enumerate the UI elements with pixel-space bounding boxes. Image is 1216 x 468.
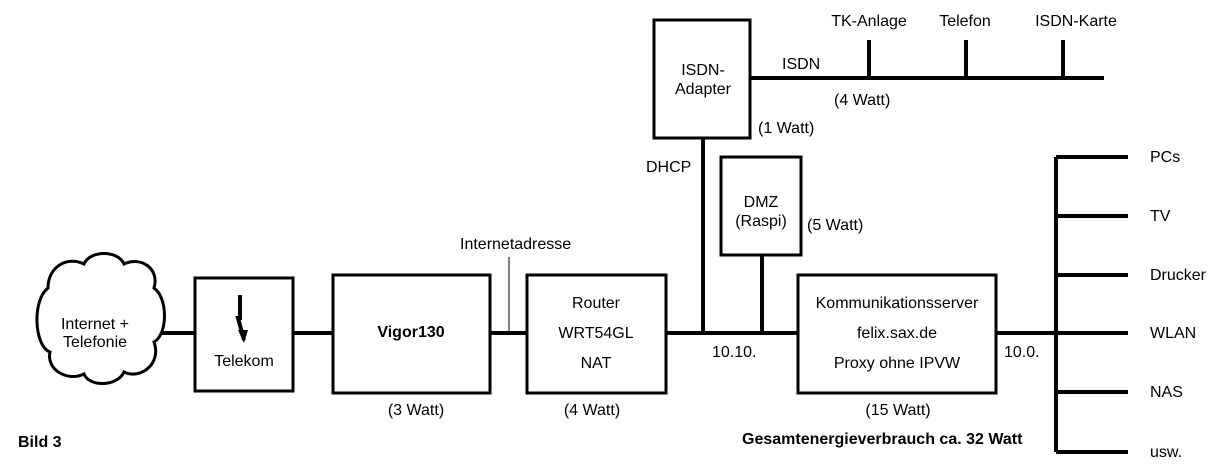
lightning-arrow-icon xyxy=(238,330,248,343)
server-power: (15 Watt) xyxy=(865,402,930,419)
lan-device-pcs: PCs xyxy=(1150,149,1180,166)
dmz-label-line1: DMZ xyxy=(744,194,779,211)
isdn-adapter-power: (1 Watt) xyxy=(758,120,814,137)
server-box xyxy=(796,273,998,395)
internet-label-line1: Internet + xyxy=(61,316,129,333)
server-label-line1: Kommunikationsserver xyxy=(816,295,979,312)
isdn-adapter-label-line1: ISDN- xyxy=(681,62,725,79)
vigor130-box xyxy=(331,273,492,395)
vigor130-label: Vigor130 xyxy=(377,324,444,341)
isdn-device-isdn-karte: ISDN-Karte xyxy=(1035,13,1117,30)
telekom-label: Telekom xyxy=(214,353,274,370)
router-label-line3: NAT xyxy=(581,355,612,372)
vigor130-power: (3 Watt) xyxy=(388,402,444,419)
dmz-power: (5 Watt) xyxy=(807,217,863,234)
lan-device-tv: TV xyxy=(1150,208,1171,225)
internet-label-line2: Telefonie xyxy=(63,334,127,351)
net-10-10-label: 10.10. xyxy=(712,344,756,361)
isdn-device-telefon: Telefon xyxy=(939,13,991,30)
dmz-label-line2: (Raspi) xyxy=(735,213,787,230)
router-label-line1: Router xyxy=(572,295,621,312)
net-10-0-label: 10.0. xyxy=(1004,344,1040,361)
internetadresse-label: Internetadresse xyxy=(460,236,571,253)
router-label-line2: WRT54GL xyxy=(558,325,633,342)
lan-device-usw: usw. xyxy=(1150,444,1182,461)
isdn-adapter-label-line2: Adapter xyxy=(675,81,732,98)
lan-device-nas: NAS xyxy=(1150,384,1183,401)
lan-device-drucker: Drucker xyxy=(1150,267,1207,284)
router-power: (4 Watt) xyxy=(564,402,620,419)
lightning-icon xyxy=(235,295,246,341)
dmz-box xyxy=(719,155,803,257)
server-label-line3: Proxy ohne IPVW xyxy=(834,355,961,372)
isdn-device-tk-anlage: TK-Anlage xyxy=(831,13,907,30)
isdn-bus-power: (4 Watt) xyxy=(834,92,890,109)
isdn-adapter-box xyxy=(652,18,752,140)
total-energy-label: Gesamtenergieverbrauch ca. 32 Watt xyxy=(742,431,1023,448)
lan-device-wlan: WLAN xyxy=(1150,325,1196,342)
server-label-line2: felix.sax.de xyxy=(857,325,937,342)
figure-label: Bild 3 xyxy=(18,434,62,451)
router-box xyxy=(525,273,668,395)
isdn-label: ISDN xyxy=(782,56,820,73)
dhcp-label: DHCP xyxy=(646,159,691,176)
internet-cloud-icon xyxy=(35,252,166,385)
